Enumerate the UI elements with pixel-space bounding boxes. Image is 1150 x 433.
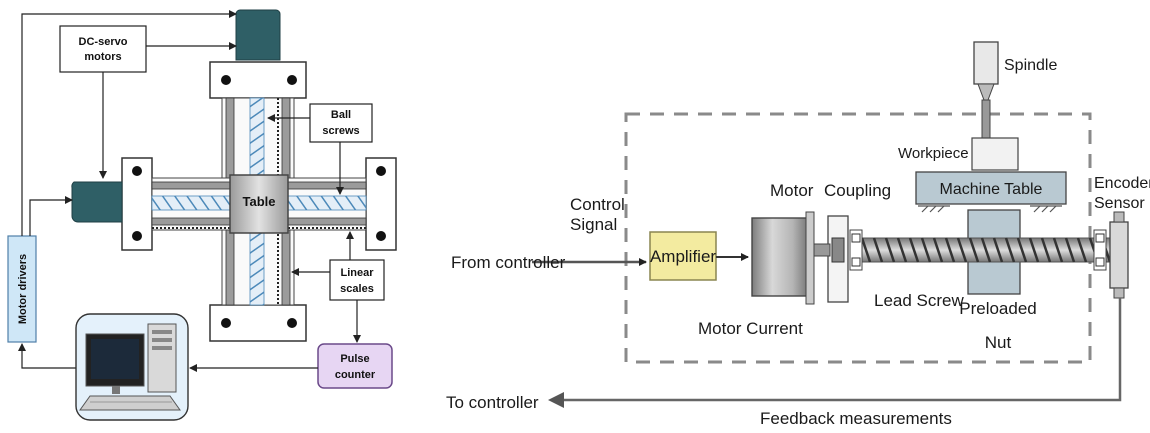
amplifier-box (649, 231, 717, 281)
encoder-sensor (1109, 221, 1129, 289)
table-label: Table (243, 194, 276, 209)
motor (751, 217, 811, 297)
workpiece (971, 137, 1019, 171)
pulse-counter-label-2: counter (335, 369, 376, 381)
computer-icon (75, 313, 189, 421)
dc-servo-label-2: motors (84, 51, 121, 63)
linear-scales-label-2: scales (340, 283, 374, 295)
pulse-counter-label-1: Pulse (340, 353, 369, 365)
to-controller-label: To controller (446, 393, 539, 412)
preloaded-nut-label-2: Nut (985, 333, 1012, 352)
y-axis-motor (235, 9, 281, 61)
ball-screws-label-1: Ball (331, 109, 351, 121)
spindle-label: Spindle (1004, 57, 1057, 74)
x-axis-motor (71, 181, 123, 223)
spindle-body (973, 41, 999, 85)
feed-drive-diagram: Spindle Workpiece Machine Table (446, 41, 1150, 428)
motor-drivers-label: Motor drivers (17, 254, 29, 324)
workpiece-label: Workpiece (898, 145, 969, 162)
linear-scales-label-1: Linear (340, 267, 374, 279)
motor-current-label: Motor Current (698, 319, 803, 338)
motor-drivers-box (7, 235, 37, 343)
amplifier-label: Amplifier (650, 247, 716, 266)
machine-table-label: Machine Table (940, 181, 1043, 198)
control-signal-label-1: Control (570, 195, 625, 214)
linear-scales-box (329, 259, 385, 301)
ball-screws-label-2: screws (322, 125, 359, 137)
encoder-label-2: Sensor (1094, 195, 1145, 212)
preloaded-nut-label-1: Preloaded (959, 299, 1037, 318)
ball-screws-box (309, 103, 373, 143)
xy-table-diagram: Table DC-servo motors Ball screws Linear… (7, 9, 397, 421)
lead-screw-label: Lead Screw (874, 291, 964, 310)
dc-servo-motors-box (59, 25, 147, 73)
feedback-measurements-label: Feedback measurements (760, 409, 952, 428)
coupling-label: Coupling (824, 181, 891, 200)
from-controller-label: From controller (451, 253, 566, 272)
machine-table (915, 171, 1067, 205)
control-signal-label-2: Signal (570, 215, 617, 234)
dc-servo-label-1: DC-servo (79, 36, 128, 48)
table-block (229, 174, 289, 234)
pulse-counter-box (317, 343, 393, 389)
motor-label: Motor (770, 181, 814, 200)
encoder-label-1: Encoder (1094, 175, 1150, 192)
